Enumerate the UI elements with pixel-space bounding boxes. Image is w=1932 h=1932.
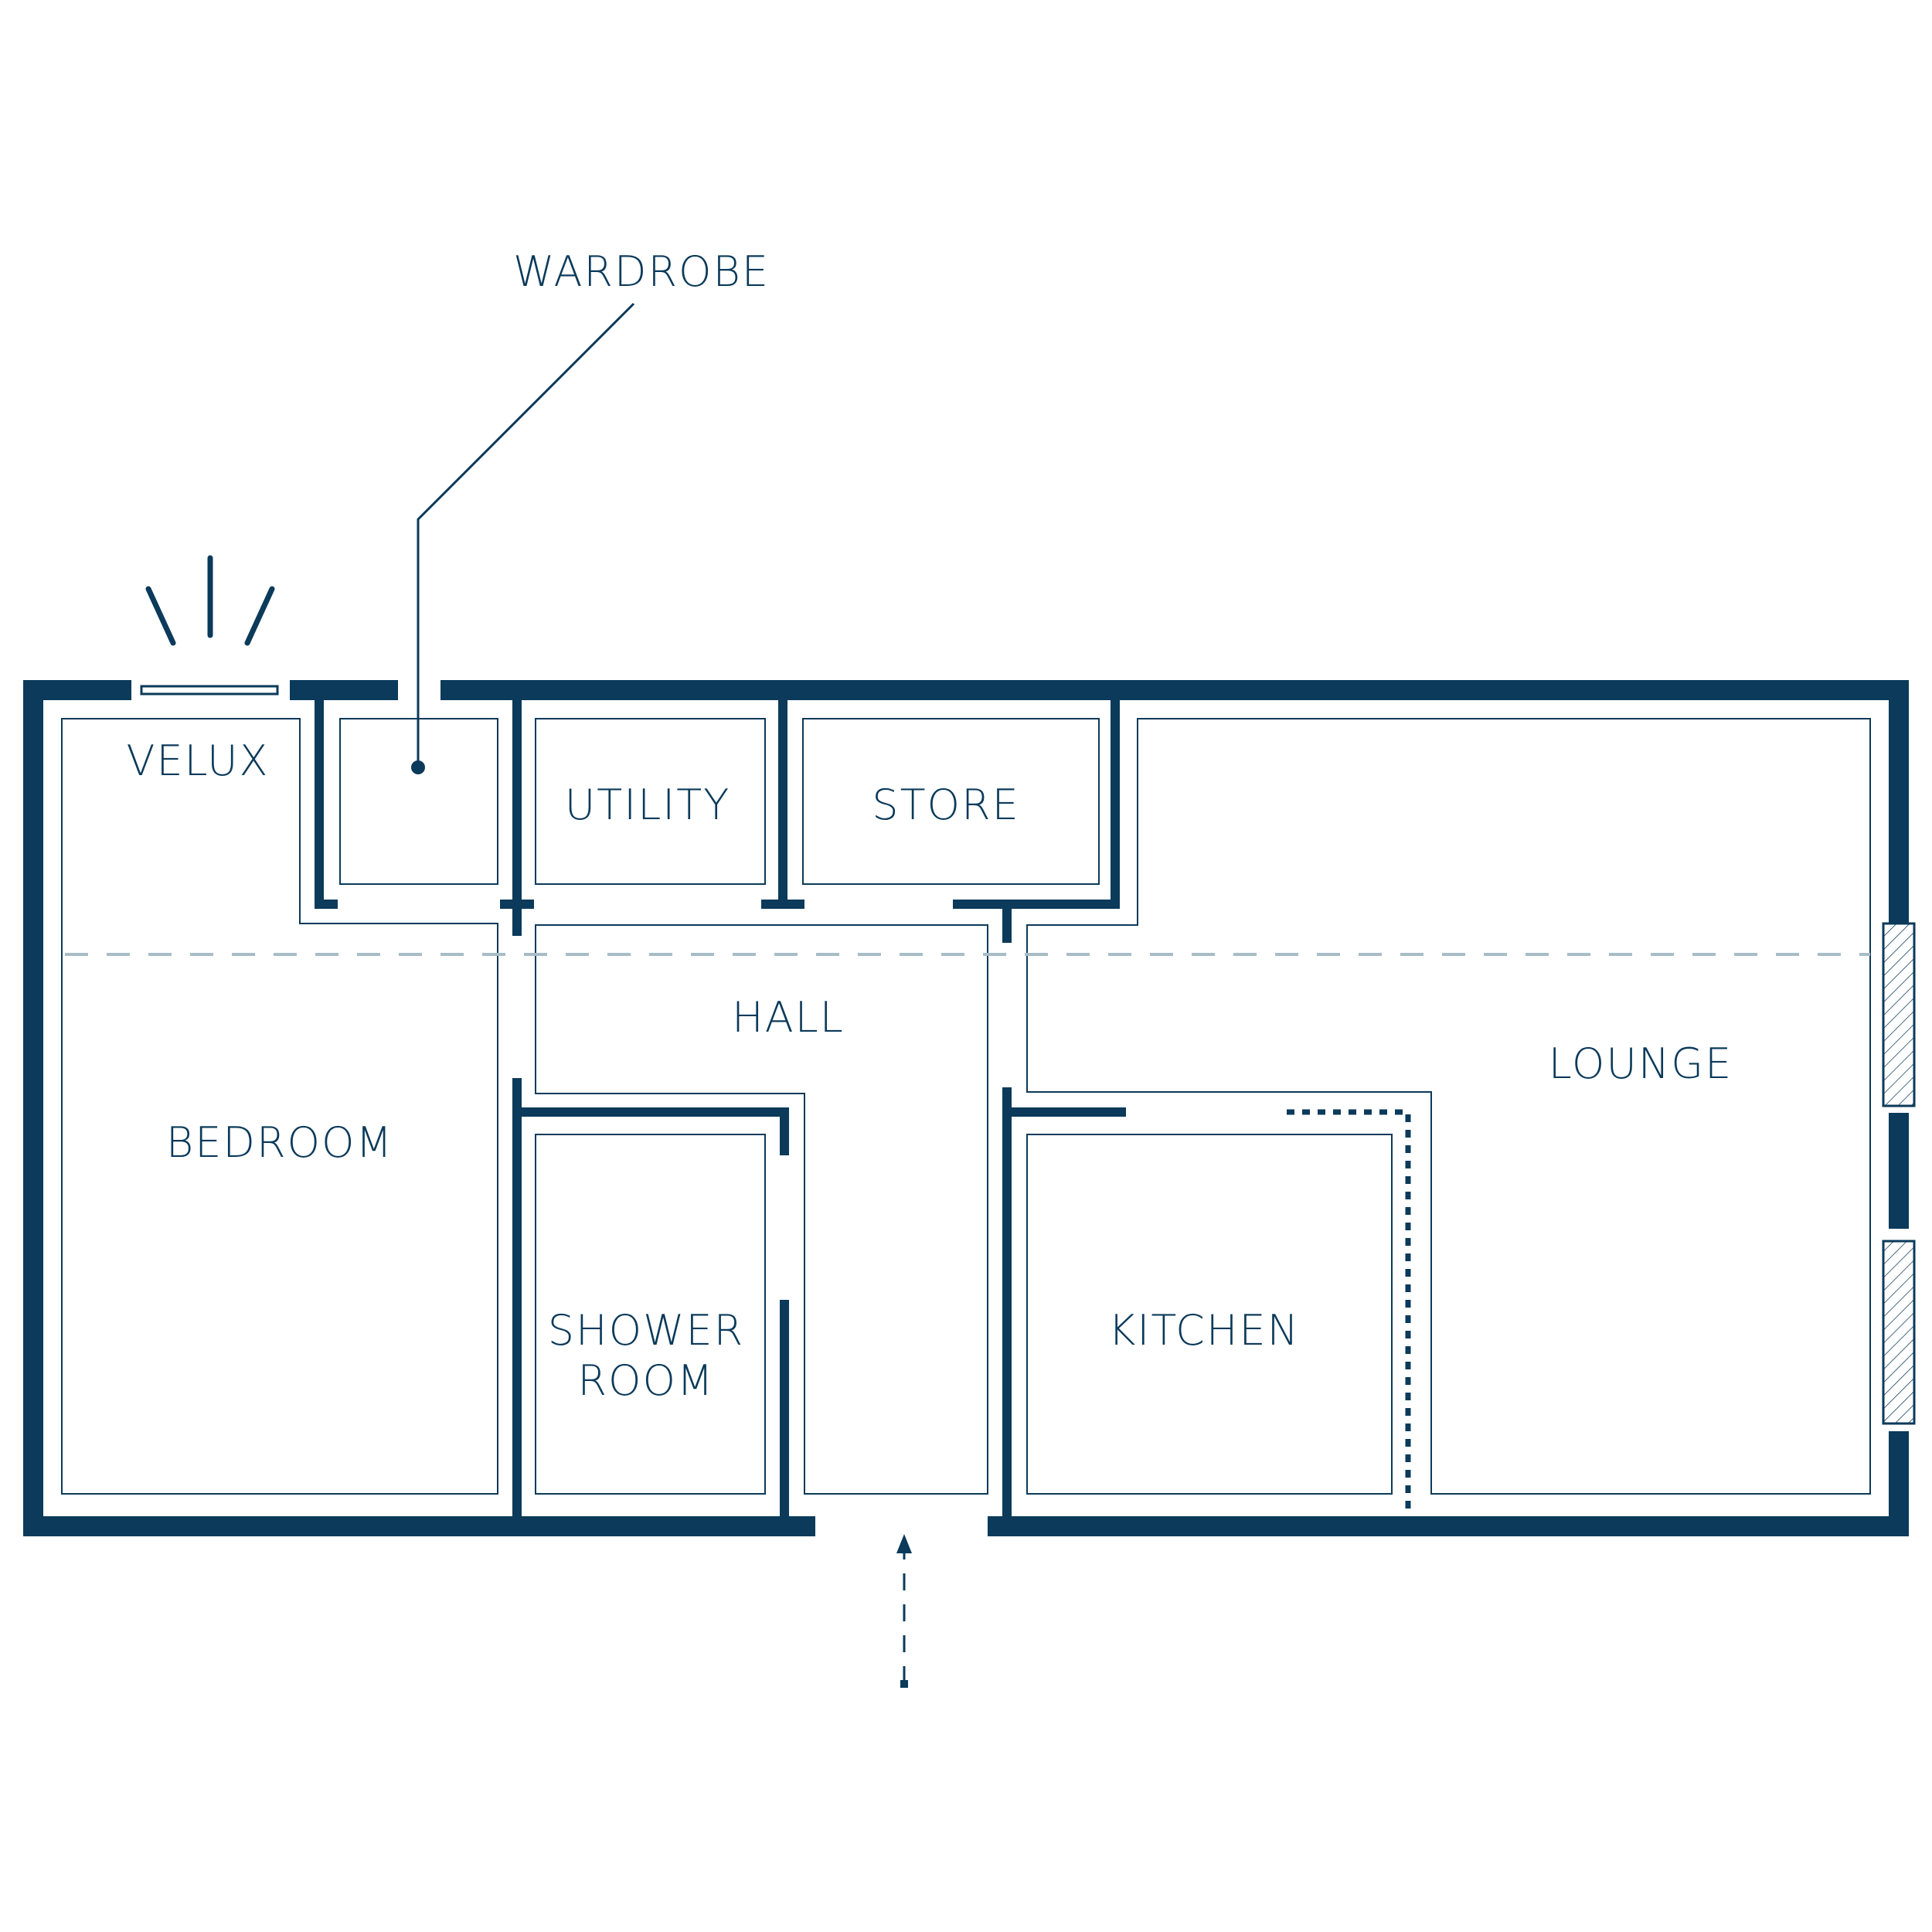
velux-label: VELUX — [127, 736, 270, 785]
utility-store-wall — [778, 700, 787, 909]
top-wall-wardrobe — [290, 680, 398, 700]
lounge-outline — [1026, 718, 1871, 1495]
utility-left-cross — [500, 900, 534, 909]
store-bottom-wall — [953, 900, 1120, 909]
shower-right-wall — [780, 1300, 789, 1516]
bottom-wall-left — [23, 1516, 815, 1536]
hall-label: HALL — [732, 993, 845, 1042]
store-door-stub — [1002, 909, 1012, 943]
utility-outline — [535, 718, 766, 885]
lounge-label: LOUNGE — [1549, 1039, 1733, 1088]
wardrobe-left-wall — [315, 700, 324, 909]
shower-top-wall — [512, 1107, 789, 1117]
utility-store-foot — [761, 900, 804, 909]
top-wall-main — [440, 680, 1909, 700]
kitchen-label: KITCHEN — [1108, 1306, 1300, 1355]
kitchen-left-wall — [1002, 1087, 1012, 1516]
outer-walls — [23, 680, 1909, 1536]
kitchen-counter-line — [1287, 1109, 1411, 1513]
bottom-wall-right — [988, 1516, 1909, 1536]
velux-window-icon — [140, 555, 279, 696]
wardrobe-left-foot — [315, 900, 338, 909]
bedroom-label: BEDROOM — [166, 1118, 393, 1167]
utility-label: UTILITY — [565, 781, 730, 829]
shower-room-label-line1: SHOWER — [548, 1306, 744, 1355]
shower-door-stub-top — [780, 1107, 789, 1155]
right-wall-middle — [1889, 1113, 1909, 1229]
wardrobe-leader — [411, 302, 635, 774]
right-wall-top — [1889, 680, 1909, 923]
kitchen-outline — [1026, 1134, 1393, 1495]
bedroom-outline — [61, 718, 498, 1495]
shower-left-wall — [512, 1078, 522, 1516]
right-wall-bottom — [1889, 1431, 1909, 1536]
store-right-wall — [1111, 700, 1120, 909]
left-wall — [23, 680, 43, 1536]
shower-room-label-line2: ROOM — [577, 1356, 714, 1405]
entrance-arrow-icon — [896, 1534, 912, 1688]
internal-walls — [315, 700, 1411, 1516]
hall-outline — [535, 924, 988, 1495]
wardrobe-label: WARDROBE — [513, 247, 770, 296]
shower-outline — [535, 1134, 766, 1495]
store-outline — [802, 718, 1100, 885]
kitchen-top-wall — [1002, 1107, 1126, 1117]
window-icon — [1882, 922, 1916, 1425]
utility-left-wall — [512, 700, 522, 936]
store-label: STORE — [872, 781, 1019, 829]
room-outlines — [61, 718, 1871, 1495]
